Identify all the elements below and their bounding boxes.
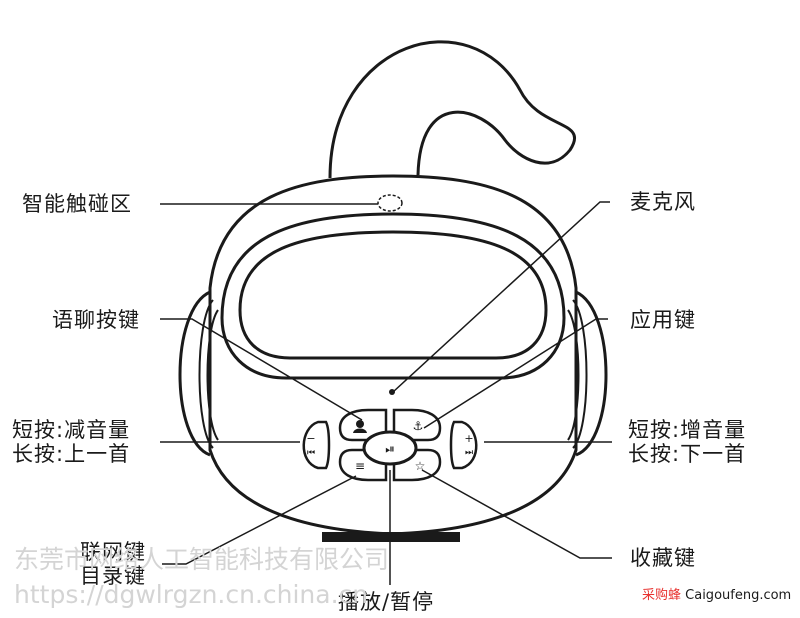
visor-screen xyxy=(238,230,548,360)
vol-down-button: − ⏮ xyxy=(302,420,331,470)
svg-text:−: − xyxy=(306,432,315,445)
label-play-pause: 播放/暂停 xyxy=(338,590,435,614)
vol-up-button: + ⏭ xyxy=(449,420,478,470)
leader-lines xyxy=(160,201,612,585)
label-favorite: 收藏键 xyxy=(630,546,696,570)
play-pause-icon: ⏯ xyxy=(385,442,395,456)
label-menu: 目录键 xyxy=(80,564,146,588)
speaker-base xyxy=(322,532,460,542)
svg-text:⏮: ⏮ xyxy=(307,448,315,458)
brand-footer: 采购蜂 Caigoufeng.com xyxy=(642,584,791,603)
speaker-body xyxy=(208,174,578,536)
left-side-panel xyxy=(178,290,211,457)
label-long-prev: 长按:上一首 xyxy=(12,442,131,466)
svg-text:+: + xyxy=(464,432,473,445)
brand-name: 采购蜂 xyxy=(642,588,682,603)
play-pause-button: ⏯ xyxy=(362,430,418,466)
app-icon: ⚓ xyxy=(413,419,424,433)
person-icon xyxy=(356,420,364,428)
brand-site: Caigoufeng.com xyxy=(685,588,792,603)
label-long-next: 长按:下一首 xyxy=(628,442,747,466)
voice-chat-button xyxy=(338,408,388,442)
touch-area-indicator xyxy=(377,194,403,212)
mic-hole xyxy=(389,389,395,395)
menu-icon: ≡ xyxy=(355,459,365,473)
star-icon: ☆ xyxy=(415,459,426,473)
speaker-hook xyxy=(328,40,577,179)
label-short-vol-up: 短按:增音量 xyxy=(628,418,747,442)
watermark-url: https://dgwlrgzn.cn.china.cn xyxy=(14,580,369,609)
watermark-company: 东莞市网络人工智能科技有限公司 xyxy=(14,545,390,574)
svg-text:⏭: ⏭ xyxy=(465,448,473,458)
label-network: 联网键 xyxy=(80,540,146,564)
label-touch-area: 智能触碰区 xyxy=(22,192,132,216)
visor-frame xyxy=(220,212,566,380)
label-app: 应用键 xyxy=(630,308,696,332)
label-short-vol-down: 短按:减音量 xyxy=(12,418,131,442)
label-voice-chat: 语聊按键 xyxy=(52,308,140,332)
label-mic: 麦克风 xyxy=(630,190,696,214)
right-side-panel xyxy=(575,290,608,457)
app-button: ⚓ xyxy=(392,408,442,442)
